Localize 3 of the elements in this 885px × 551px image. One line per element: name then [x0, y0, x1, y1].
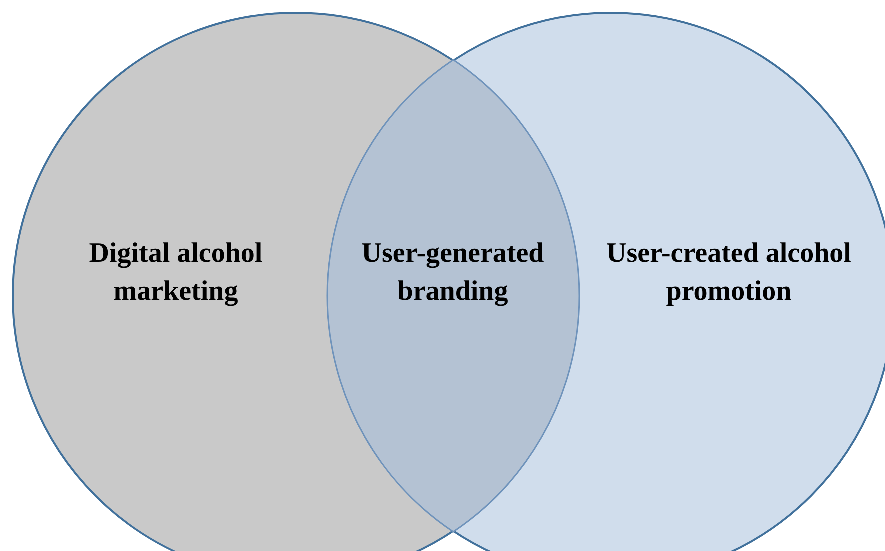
- region-label: User-generated branding: [360, 237, 546, 309]
- region-label: Digital alcohol marketing: [88, 237, 264, 309]
- region-label: User-created alcohol promotion: [606, 237, 852, 309]
